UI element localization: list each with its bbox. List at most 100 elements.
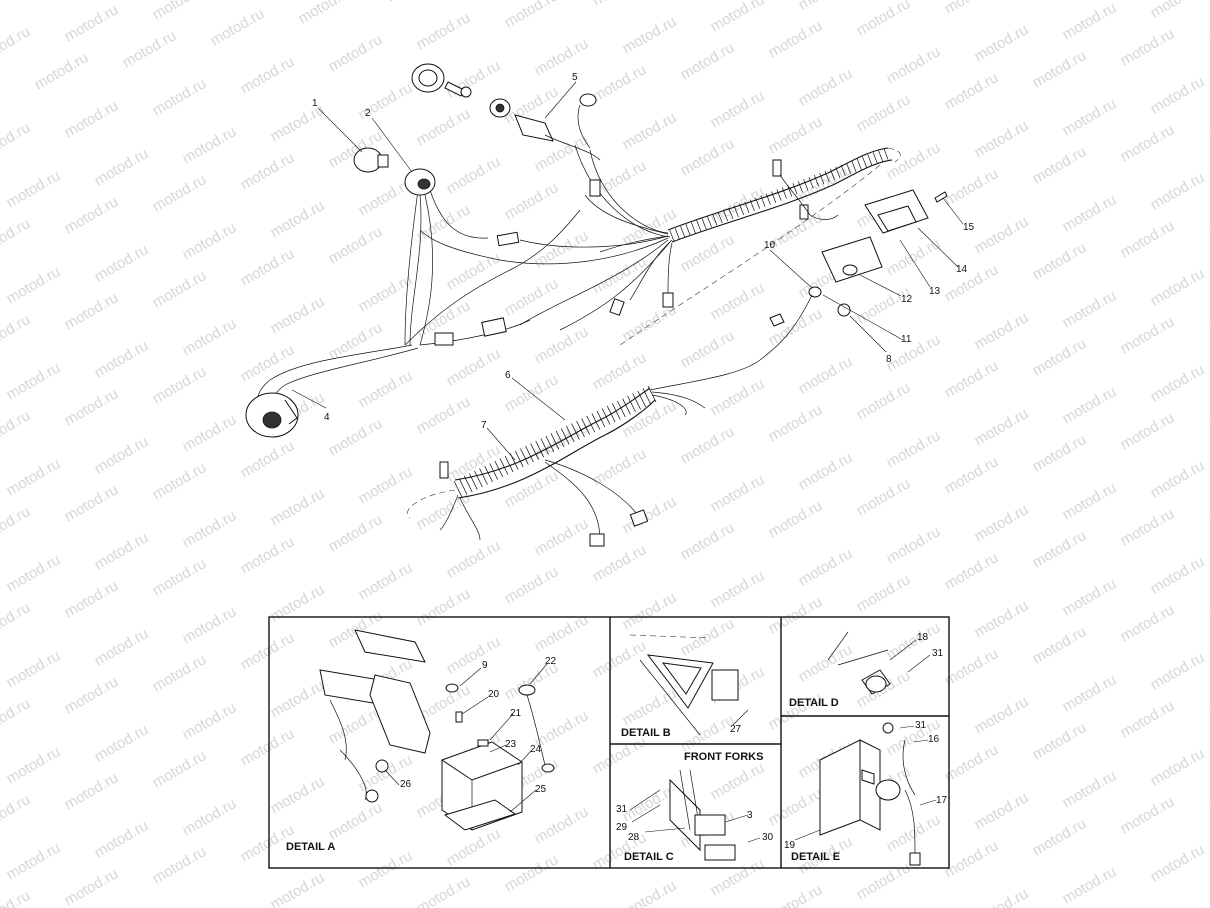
loom-ring (627, 395, 636, 413)
key-icon (444, 81, 465, 97)
loom-ring (808, 176, 814, 189)
loom-ring (846, 162, 852, 175)
callout-17: 17 (936, 795, 948, 806)
detail-b-label: DETAIL B (621, 727, 671, 739)
loom-ring (581, 418, 590, 435)
leader-lines (291, 81, 964, 461)
loom-ring (712, 213, 718, 226)
loom-ring (680, 226, 686, 238)
loom-ring (637, 390, 647, 408)
loom-ring (685, 224, 691, 236)
loom-ring (576, 420, 585, 438)
callout-12: 12 (901, 294, 913, 305)
callout-9: 9 (482, 660, 488, 671)
loom-ring (571, 423, 580, 440)
front-forks-label: FRONT FORKS (684, 751, 763, 763)
callout-28: 28 (628, 832, 640, 843)
callout-18: 18 (917, 632, 929, 643)
loom-ring (744, 201, 750, 214)
loom-ring (458, 478, 468, 495)
loom-ring (525, 445, 534, 463)
detail-a: 9 20 21 22 23 24 25 26 DETAIL A (286, 629, 557, 853)
loom-ring (797, 181, 803, 193)
loom-ring (883, 148, 889, 160)
detail-e-label: DETAIL E (791, 851, 840, 863)
nut-icon (837, 303, 851, 317)
callout-13: 13 (929, 286, 941, 297)
loom-ring (674, 228, 680, 240)
loom-ring (463, 475, 473, 493)
loom-ring (728, 207, 734, 220)
loom-ring (760, 195, 766, 207)
loom-ring (601, 408, 611, 425)
loom-ring (469, 473, 478, 490)
loom-ring (617, 400, 626, 418)
loom-ring (632, 393, 641, 410)
loom-ring (550, 433, 560, 450)
callout-21: 21 (510, 708, 522, 719)
callout-3: 3 (747, 810, 753, 821)
callout-4: 4 (324, 412, 330, 423)
main-callouts: 1 2 5 4 6 7 8 10 11 12 13 14 15 (312, 72, 975, 431)
loom-ring (792, 183, 798, 195)
loom-ring (560, 428, 570, 445)
loom-ring (749, 199, 755, 211)
callout-11: 11 (901, 334, 912, 345)
loom-ring (824, 170, 830, 183)
callout-31c: 31 (616, 804, 628, 815)
loom-ring (484, 465, 493, 483)
loom-ring (586, 415, 596, 433)
loom-ring (867, 154, 873, 166)
callout-22: 22 (545, 656, 557, 667)
callout-10: 10 (764, 240, 776, 251)
loom-ring (862, 156, 868, 168)
loom-ring (840, 164, 846, 177)
loom-ring (733, 205, 739, 218)
loom-ring (606, 405, 616, 423)
loom-ring (717, 211, 723, 224)
callout-1: 1 (312, 98, 318, 109)
loom-ring (669, 230, 675, 242)
detail-c-label: DETAIL C (624, 851, 674, 863)
detail-a-label: DETAIL A (286, 841, 335, 853)
rear-harness (407, 294, 813, 547)
loom-ring (803, 179, 809, 191)
loom-ring (771, 191, 777, 203)
loom-ring (813, 174, 819, 187)
loom-ring (555, 430, 565, 448)
loom-ring (878, 150, 884, 162)
loom-ring (494, 460, 504, 478)
loom-ring (489, 463, 499, 480)
loom-ring (851, 160, 857, 173)
callout-7: 7 (481, 420, 487, 431)
loom-ring (499, 458, 509, 475)
loom-ring (830, 168, 835, 181)
callout-8: 8 (886, 354, 892, 365)
loom-ring (504, 455, 514, 473)
ignition-switch (514, 114, 554, 142)
loom-ring (765, 193, 771, 205)
callout-24: 24 (530, 744, 542, 755)
callout-15: 15 (963, 222, 975, 233)
loom-ring (530, 443, 539, 460)
detail-d: 18 31 DETAIL D (789, 631, 944, 709)
callout-31a: 31 (932, 648, 944, 659)
loom-ring (540, 438, 550, 455)
loom-ring (520, 448, 529, 465)
loom-ring (545, 435, 555, 453)
loom-ring (755, 197, 761, 209)
loom-ring (835, 166, 841, 179)
loom-ring (611, 403, 621, 420)
loom-ring (514, 450, 524, 468)
loom-ring (739, 203, 745, 216)
callout-26: 26 (400, 779, 412, 790)
loom-ring (622, 398, 631, 415)
screw-icon (934, 191, 948, 203)
callout-19: 19 (784, 840, 796, 851)
detail-b: 27 DETAIL B (621, 634, 749, 739)
loom-ring (856, 158, 862, 170)
loom-ring (479, 468, 488, 485)
callout-2: 2 (365, 108, 371, 119)
loom-ring (696, 220, 702, 232)
loom-ring (723, 209, 728, 222)
